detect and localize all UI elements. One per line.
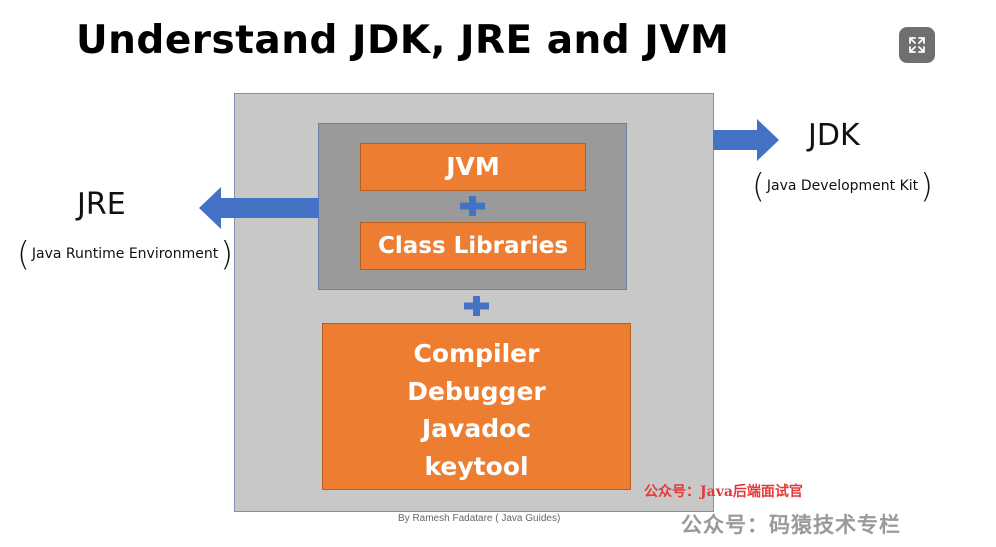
expand-icon: [909, 37, 925, 53]
credit-text: By Ramesh Fadatare ( Java Guides): [398, 513, 561, 524]
watermark-gray: 公众号：码猿技术专栏: [681, 514, 901, 537]
tool-compiler: Compiler: [413, 339, 540, 368]
jdk-full-name-text: Java Development Kit: [766, 178, 919, 194]
jre-label: JRE: [77, 187, 126, 222]
jvm-box: JVM: [360, 143, 586, 191]
jre-full-name-text: Java Runtime Environment: [31, 246, 219, 262]
plus-icon: [460, 196, 485, 216]
jre-arrow-icon: [199, 187, 319, 229]
jdk-full-name: (Java Development Kit): [752, 166, 934, 205]
jdk-arrow-icon: [713, 119, 779, 161]
class-libraries-box: Class Libraries: [360, 222, 586, 270]
expand-button[interactable]: [899, 27, 935, 63]
tool-javadoc: Javadoc: [421, 414, 532, 443]
page-title: Understand JDK, JRE and JVM: [76, 18, 730, 63]
jre-full-name: (Java Runtime Environment): [17, 234, 234, 273]
watermark-red: 公众号：Java后端面试官: [644, 484, 803, 500]
jdk-label: JDK: [808, 118, 860, 153]
tool-keytool: keytool: [424, 451, 529, 481]
plus-icon: [464, 296, 489, 316]
tool-debugger: Debugger: [407, 376, 546, 406]
dev-tools-box: Compiler Debugger Javadoc keytool: [322, 323, 631, 490]
